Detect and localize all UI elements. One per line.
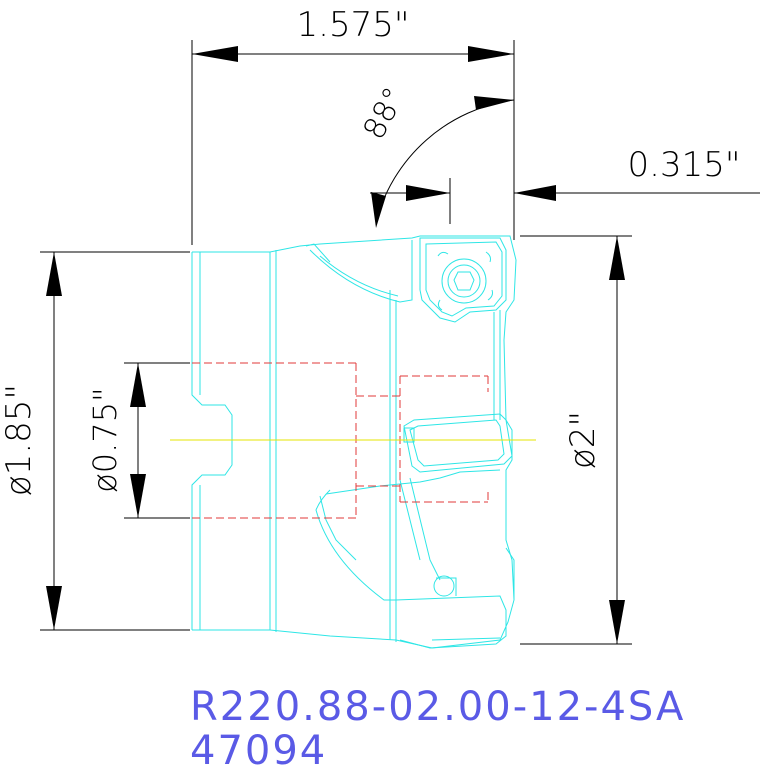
angle-label: 88° [357, 82, 413, 145]
overall-length-label: 1.575" [297, 5, 410, 45]
bore-inner-label: ø0.75" [86, 387, 124, 493]
bore-outer-label: ø1.85" [0, 384, 39, 496]
cutting-dia-label: ø2" [563, 411, 603, 469]
cutter-body [191, 235, 517, 649]
dimension-lines [40, 40, 760, 645]
depth-label: 0.315" [628, 145, 741, 185]
part-number: R220.88-02.00-12-4SA [190, 684, 685, 730]
part-id: 47094 [190, 728, 327, 767]
